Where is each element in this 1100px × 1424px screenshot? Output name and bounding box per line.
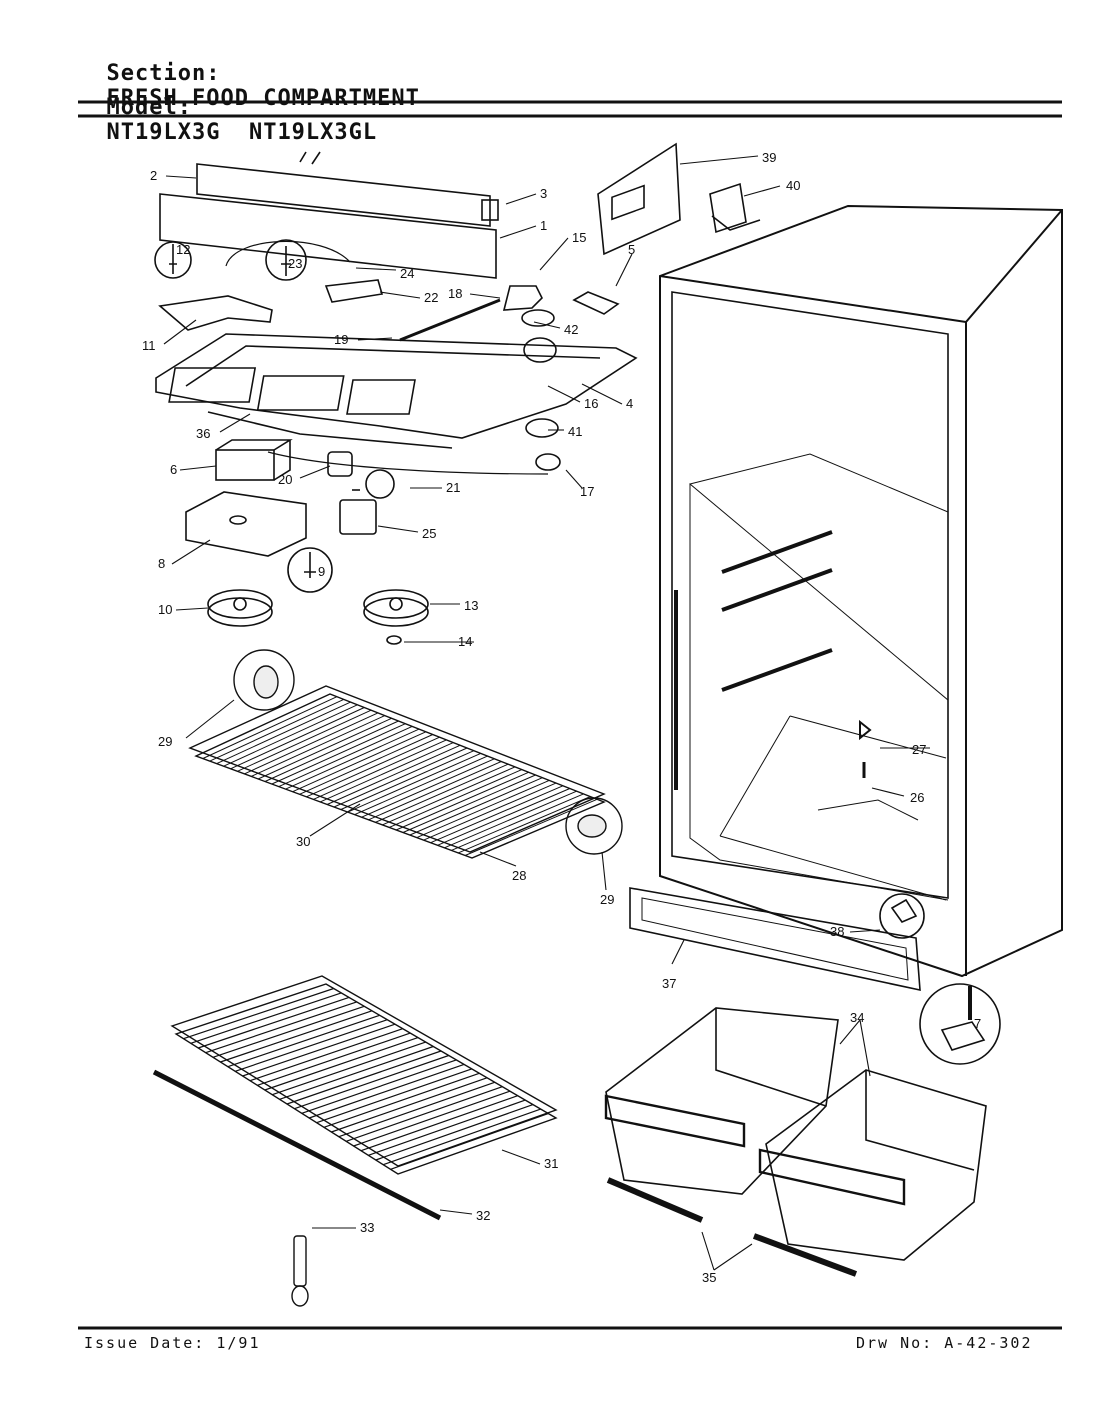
section-line: Section: FRESH FOOD COMPARTMENT [78, 36, 420, 111]
leader-lines [163, 155, 930, 1271]
callout-41: 41 [568, 424, 582, 439]
callout-26: 26 [910, 790, 924, 805]
leveling-leg-7 [919, 983, 1001, 1065]
callout-4: 4 [626, 396, 633, 411]
callout-31: 31 [544, 1156, 558, 1171]
callout-30: 30 [296, 834, 310, 849]
callout-16: 16 [584, 396, 598, 411]
control-bracket-parts [597, 142, 761, 256]
control-panel-liner [155, 285, 638, 475]
callout-2: 2 [150, 168, 157, 183]
callout-28: 28 [512, 868, 526, 883]
callout-18: 18 [448, 286, 462, 301]
section-value: FRESH FOOD COMPARTMENT [106, 86, 420, 111]
callout-32: 32 [476, 1208, 490, 1223]
callout-7: 7 [974, 1016, 981, 1031]
callout-11: 11 [142, 338, 156, 353]
crisper-pans-34 [604, 1007, 987, 1277]
callout-37: 37 [662, 976, 676, 991]
issue-date: Issue Date: 1/91 [84, 1334, 261, 1352]
callout-23: 23 [288, 256, 302, 271]
callout-29a: 29 [158, 734, 172, 749]
glass-shelf-31 [152, 975, 558, 1307]
callout-21: 21 [446, 480, 460, 495]
callout-labels: 2 3 1 12 23 24 22 15 18 19 42 11 4 16 41… [142, 150, 981, 1285]
callout-5: 5 [628, 242, 635, 257]
drawing-number: Drw No: A-42-302 [856, 1334, 1033, 1352]
callout-1: 1 [540, 218, 547, 233]
refrigerator-cabinet [659, 204, 1063, 978]
callout-39: 39 [762, 150, 776, 165]
callout-25: 25 [422, 526, 436, 541]
callout-13: 13 [464, 598, 478, 613]
callout-15: 15 [572, 230, 586, 245]
callout-20: 20 [278, 472, 292, 487]
callout-36: 36 [196, 426, 210, 441]
section-label: Section: [106, 61, 221, 86]
callout-35: 35 [702, 1270, 716, 1285]
callout-6: 6 [170, 462, 177, 477]
callout-38: 38 [830, 924, 844, 939]
callout-9: 9 [318, 564, 325, 579]
control-knobs [207, 589, 429, 645]
toe-grille-37 [629, 887, 925, 992]
top-channel-parts [159, 151, 499, 279]
lamp-shield-parts [154, 239, 384, 331]
callout-42: 42 [564, 322, 578, 337]
callout-29b: 29 [600, 892, 614, 907]
thermostat-and-socket-parts [185, 439, 395, 593]
callout-34: 34 [850, 1010, 864, 1025]
wire-shelf-30 [188, 649, 623, 859]
callout-40: 40 [786, 178, 800, 193]
callout-3: 3 [540, 186, 547, 201]
callout-14: 14 [458, 634, 472, 649]
callout-10: 10 [158, 602, 172, 617]
header-rules [78, 100, 1062, 118]
callout-22: 22 [424, 290, 438, 305]
model-values: NT19LX3G NT19LX3GL [106, 120, 378, 145]
callout-8: 8 [158, 556, 165, 571]
callout-24: 24 [400, 266, 414, 281]
callout-12: 12 [176, 242, 190, 257]
callout-19: 19 [334, 332, 348, 347]
callout-17: 17 [580, 484, 594, 499]
callout-27: 27 [912, 742, 926, 757]
callout-33: 33 [360, 1220, 374, 1235]
